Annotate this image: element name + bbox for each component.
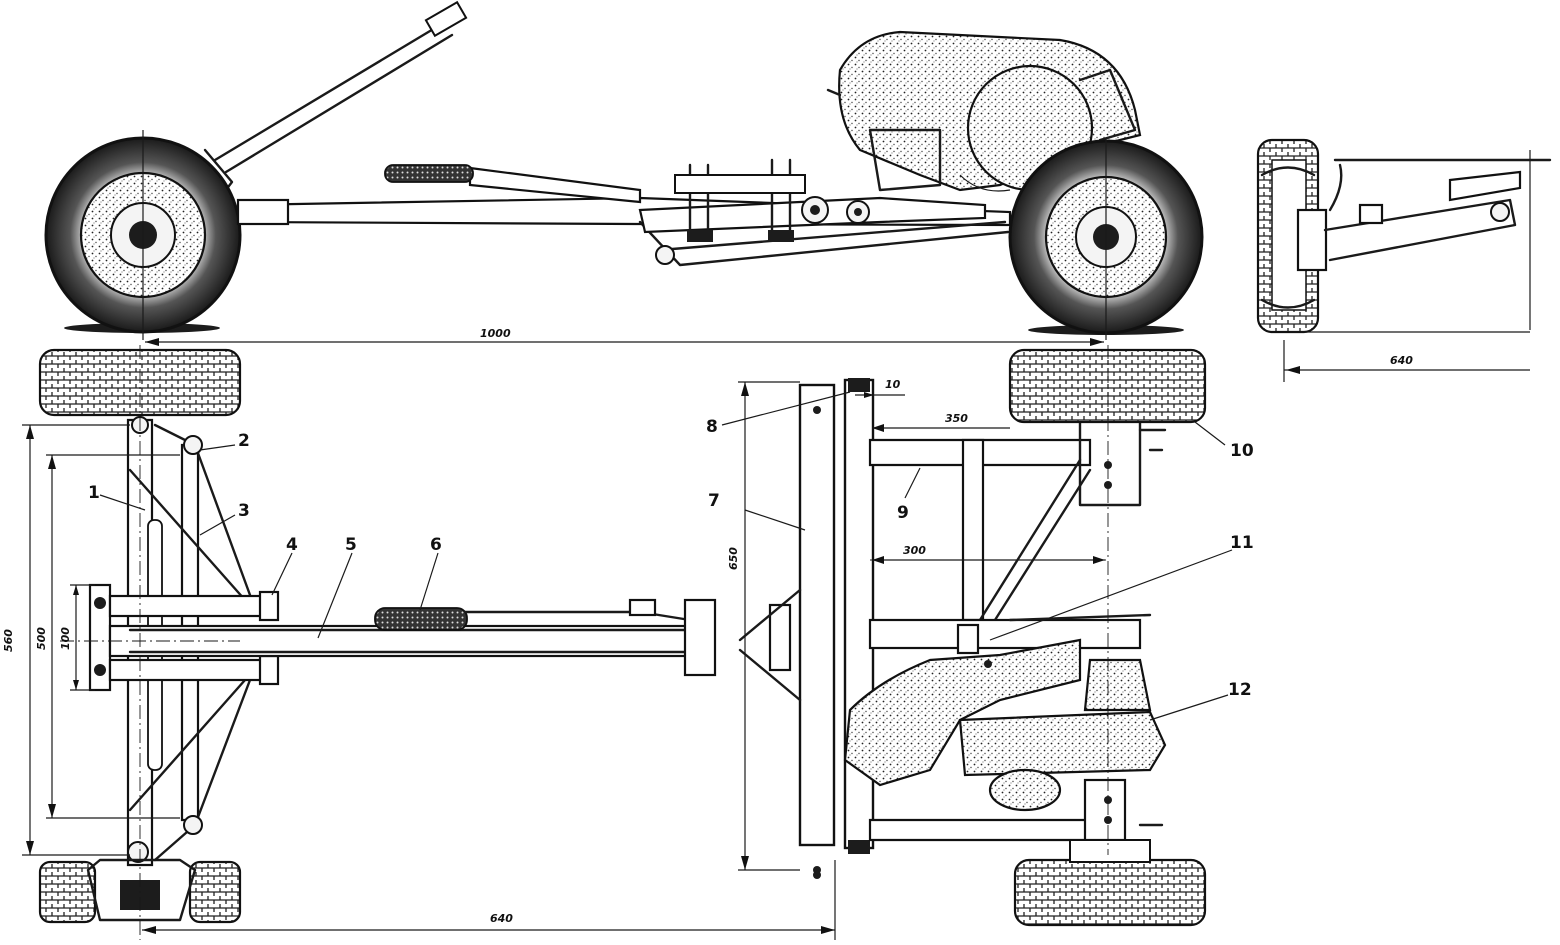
side-frame [238,196,1012,267]
handle-grip [384,164,474,183]
top-rear-wheel-lower [1013,858,1207,927]
front-hub [86,858,197,922]
dim-560: 560 [2,424,130,856]
fuel-tank [1083,658,1152,712]
rear-wheel-mount-bottom [1083,778,1127,842]
part-label-12: 12 [1228,680,1252,700]
dim-bottom-640-value: 640 [490,912,513,925]
part-label-7: 7 [708,491,720,511]
part-label-3: 3 [238,501,250,521]
dim-350: 350 [872,412,1010,432]
dim-bottom-640: 640 [142,860,836,940]
part-label-4: 4 [286,535,298,555]
dim-560-value: 560 [2,629,15,652]
dim-350-value: 350 [945,412,968,425]
dim-10-value: 10 [885,378,901,391]
part-label-8: 8 [706,417,718,437]
side-rear-wheel [1008,139,1204,340]
part-label-2: 2 [238,431,250,451]
part-callouts: 1 2 3 4 5 6 7 8 9 10 11 12 [88,391,1254,721]
engine-top-housing [843,638,1082,787]
dim-side-track-value: 640 [1390,354,1413,367]
dim-side-track: 640 [1283,340,1530,382]
side-front-wheel [44,130,242,340]
cross-bar [798,383,836,847]
top-rear-wheel-upper [1008,348,1207,424]
dim-500-value: 500 [35,627,48,650]
dim-100-value: 100 [59,627,72,650]
dim-wheelbase: 1000 [145,327,1104,346]
dim-500: 500 [35,454,180,819]
dim-300-value: 300 [903,544,926,557]
end-view [1256,138,1552,334]
part-label-1: 1 [88,483,100,503]
part-label-6: 6 [430,535,442,555]
dim-10: 10 [855,378,905,398]
dim-300: 300 [872,544,1105,564]
dim-650-value: 650 [727,547,740,570]
dim-100: 100 [59,584,95,691]
part-label-9: 9 [897,503,909,523]
dim-650: 650 [727,381,800,871]
side-lever [384,164,642,204]
part-label-11: 11 [1230,533,1254,553]
top-handle-grip [374,607,468,631]
part-label-5: 5 [345,535,357,555]
top-front-wheel-lower-right [188,860,242,924]
top-view [38,348,1207,927]
side-clamps [674,158,806,242]
front-bracket [236,198,290,226]
top-front-wheel-lower-left [38,860,97,924]
rear-frame-lower [868,818,1092,842]
side-view [44,0,1204,340]
dim-wheelbase-value: 1000 [480,327,511,340]
blade-housing [958,710,1167,777]
part-label-10: 10 [1230,441,1254,461]
